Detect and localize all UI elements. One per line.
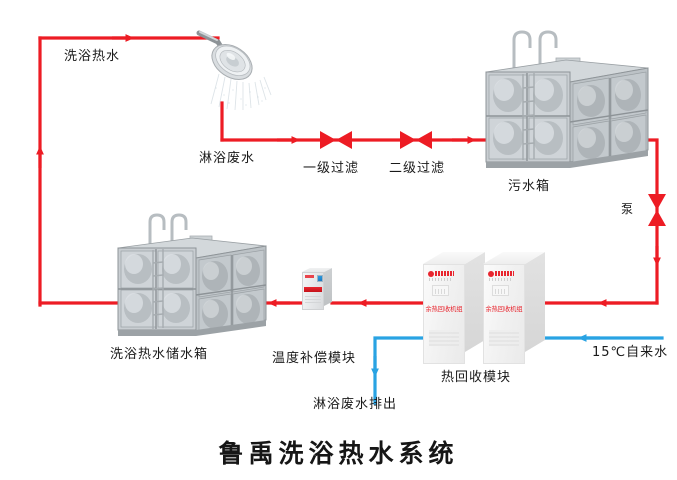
hru2-side-face (525, 252, 545, 352)
hru2-control-panel[interactable] (492, 285, 509, 296)
label-hot-water-supply: 洗浴热水 (64, 49, 121, 64)
hru2-grille (489, 330, 519, 346)
brand-logo-icon (488, 270, 514, 277)
tcm-display-screen[interactable] (317, 275, 323, 282)
hru1-grille (429, 330, 459, 346)
label-tap-water-inlet: 15℃自来水 (592, 345, 669, 360)
label-shower-waste-water: 淋浴废水 (199, 151, 256, 166)
waste-water-tank[interactable] (485, 30, 649, 168)
hru2-top-face (483, 252, 545, 264)
label-waste-water-discharge: 淋浴废水排出 (313, 397, 398, 412)
tcm-top-face (302, 268, 332, 272)
label-heat-recovery-module: 热回收模块 (441, 370, 512, 385)
hru1-top-face (423, 252, 485, 264)
hru2-unit-label: 余热回收机组 (485, 305, 523, 314)
primary-filter-valve[interactable] (320, 131, 352, 149)
hot-water-storage-tank[interactable] (117, 213, 267, 336)
label-pump: 泵 (621, 202, 635, 216)
tcm-side-face (324, 268, 332, 306)
pump-valve[interactable] (648, 194, 666, 226)
label-secondary-filter: 二级过滤 (389, 161, 446, 176)
cold-water-pipe-network (373, 336, 664, 405)
temperature-compensation-cabinet[interactable] (302, 268, 332, 310)
secondary-filter-valve[interactable] (400, 131, 432, 149)
cold-flow-arrows (371, 334, 600, 378)
tcm-vents (305, 296, 321, 304)
brand-logo-icon (428, 270, 454, 277)
diagram-title: 鲁禹洗浴热水系统 (218, 439, 459, 468)
tcm-label-band (304, 287, 322, 292)
hru1-side-face (465, 252, 485, 352)
shower-head-icon (196, 30, 272, 111)
label-storage-tank: 洗浴热水储水箱 (110, 347, 209, 362)
label-temperature-compensation-module: 温度补偿模块 (272, 351, 357, 366)
label-primary-filter: 一级过滤 (303, 161, 360, 176)
brand-logo-subtext (489, 278, 513, 281)
label-waste-water-tank: 污水箱 (508, 179, 551, 194)
pipe-hru-drain (373, 336, 425, 405)
brand-logo-subtext (429, 278, 453, 281)
tcm-brand-logo-icon (305, 275, 314, 278)
hru1-unit-label: 余热回收机组 (425, 305, 463, 314)
hru1-control-panel[interactable] (432, 285, 449, 296)
